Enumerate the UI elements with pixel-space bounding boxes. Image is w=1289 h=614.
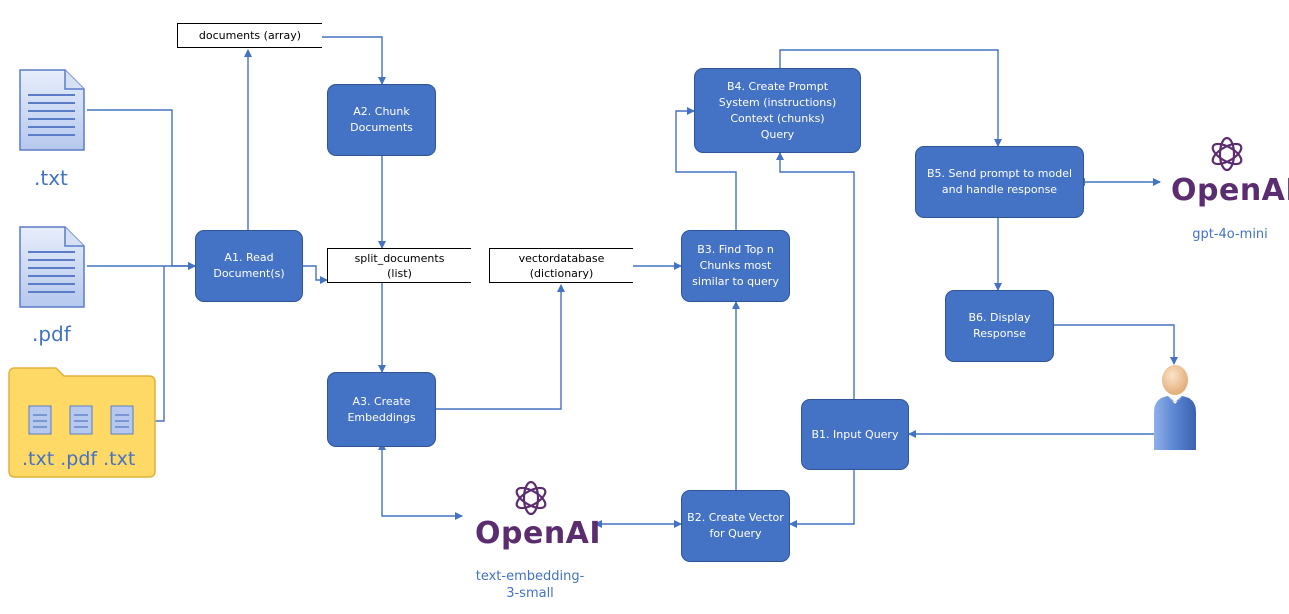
step-b6-display-response: B6. Display Response xyxy=(945,290,1054,362)
folder-label: .txt .pdf .txt xyxy=(22,448,136,470)
step-b2-create-vector: B2. Create Vector for Query xyxy=(681,490,790,562)
openai-chat-brand: OpenAI xyxy=(1171,173,1289,208)
pdf-file-icon xyxy=(19,226,85,308)
step-a1-read-documents: A1. Read Document(s) xyxy=(195,230,303,302)
step-b1-input-query: B1. Input Query xyxy=(801,399,909,470)
step-a3-create-embeddings: A3. Create Embeddings xyxy=(327,372,436,447)
arrow-b3-to-b4 xyxy=(675,107,737,230)
folder-icon xyxy=(8,367,156,478)
documents-store: documents (array) xyxy=(177,23,322,48)
step-b5-send-prompt: B5. Send prompt to model and handle resp… xyxy=(915,146,1084,218)
arrow-a1-to-split xyxy=(303,265,328,284)
arrow-b6-to-user xyxy=(1054,324,1178,365)
arrow-documents-to-a2 xyxy=(322,36,386,85)
arrow-folder-to-a1 xyxy=(155,266,165,422)
arrow-b1-to-b4 xyxy=(776,152,855,399)
openai-logo-icon xyxy=(1211,136,1243,172)
chat-model-label: gpt-4o-mini xyxy=(1192,227,1268,242)
vectordatabase-store: vectordatabase (dictionary) xyxy=(489,248,633,283)
pdf-file-label: .pdf xyxy=(32,322,71,346)
arrow-txt-to-a1 xyxy=(87,109,196,270)
user-icon xyxy=(1154,365,1196,450)
arrow-a3-openai xyxy=(378,442,463,520)
embedding-model-label: text-embedding- 3-small xyxy=(475,569,585,601)
openai-logo-icon xyxy=(515,480,547,516)
step-b3-find-top-n: B3. Find Top n Chunks most similar to qu… xyxy=(681,230,790,302)
arrow-b4-to-b5 xyxy=(779,49,1002,147)
openai-embedding-brand: OpenAI xyxy=(475,516,602,551)
txt-file-label: .txt xyxy=(34,166,68,190)
step-a2-chunk-documents: A2. Chunk Documents xyxy=(327,84,436,156)
arrow-a3-to-vectordb xyxy=(436,284,565,410)
split-documents-store: split_documents (list) xyxy=(327,248,471,283)
txt-file-icon xyxy=(19,69,85,151)
arrow-b1-to-b2 xyxy=(789,470,855,528)
step-b4-create-prompt: B4. Create Prompt System (instructions) … xyxy=(694,68,861,153)
